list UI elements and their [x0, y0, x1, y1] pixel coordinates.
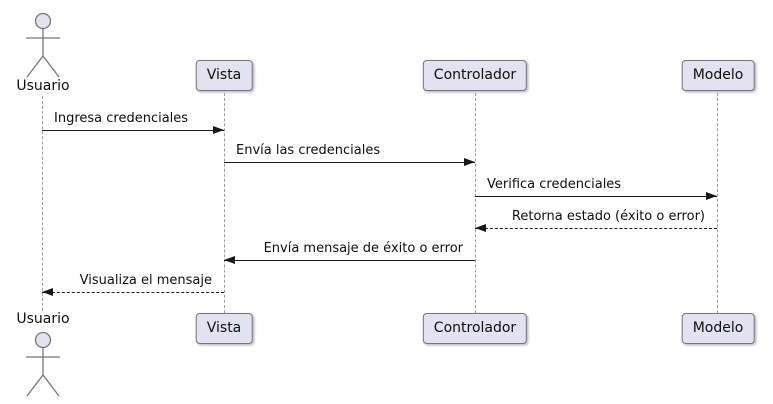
message-envia-mensaje-exito-error: Envía mensaje de éxito o error [224, 241, 475, 264]
arrowhead-right-icon [213, 126, 224, 134]
arrowhead-left-icon [224, 256, 235, 264]
message-line [224, 158, 475, 166]
arrowhead-right-icon [464, 158, 475, 166]
message-label: Verifica credenciales [487, 177, 622, 192]
message-envia-las-credenciales: Envía las credenciales [224, 143, 475, 166]
message-label: Envía las credenciales [236, 143, 381, 158]
participant-vista-bottom: Vista [195, 313, 253, 344]
lifeline-controlador [475, 93, 476, 313]
arrowhead-left-icon [475, 224, 486, 232]
message-label: Envía mensaje de éxito o error [263, 241, 463, 256]
participant-controlador-bottom: Controlador [422, 313, 528, 344]
message-label: Ingresa credenciales [54, 111, 189, 126]
arrowhead-right-icon [706, 192, 717, 200]
message-line [475, 224, 717, 232]
participant-modelo-top: Modelo [681, 60, 755, 91]
actor-label-top: Usuario [16, 78, 70, 94]
message-ingresa-credenciales: Ingresa credenciales [42, 111, 224, 134]
message-label: Retorna estado (éxito o error) [511, 209, 705, 224]
participant-controlador-top: Controlador [422, 60, 528, 91]
actor-label-bottom: Usuario [16, 311, 70, 327]
lifeline-usuario [42, 96, 43, 311]
participant-modelo-bottom: Modelo [681, 313, 755, 344]
message-line [475, 192, 717, 200]
message-line [42, 288, 224, 296]
message-retorna-estado: Retorna estado (éxito o error) [475, 209, 717, 232]
message-label: Visualiza el mensaje [79, 273, 212, 288]
actor-stick-figure-icon-bottom [26, 331, 60, 397]
message-line [224, 256, 475, 264]
lifeline-vista [224, 93, 225, 313]
participant-vista-top: Vista [195, 60, 253, 91]
actor-stick-figure-icon-top [26, 12, 60, 78]
message-verifica-credenciales: Verifica credenciales [475, 177, 717, 200]
message-line [42, 126, 224, 134]
arrowhead-left-icon [42, 288, 53, 296]
message-visualiza-el-mensaje: Visualiza el mensaje [42, 273, 224, 296]
lifeline-modelo [717, 93, 718, 313]
